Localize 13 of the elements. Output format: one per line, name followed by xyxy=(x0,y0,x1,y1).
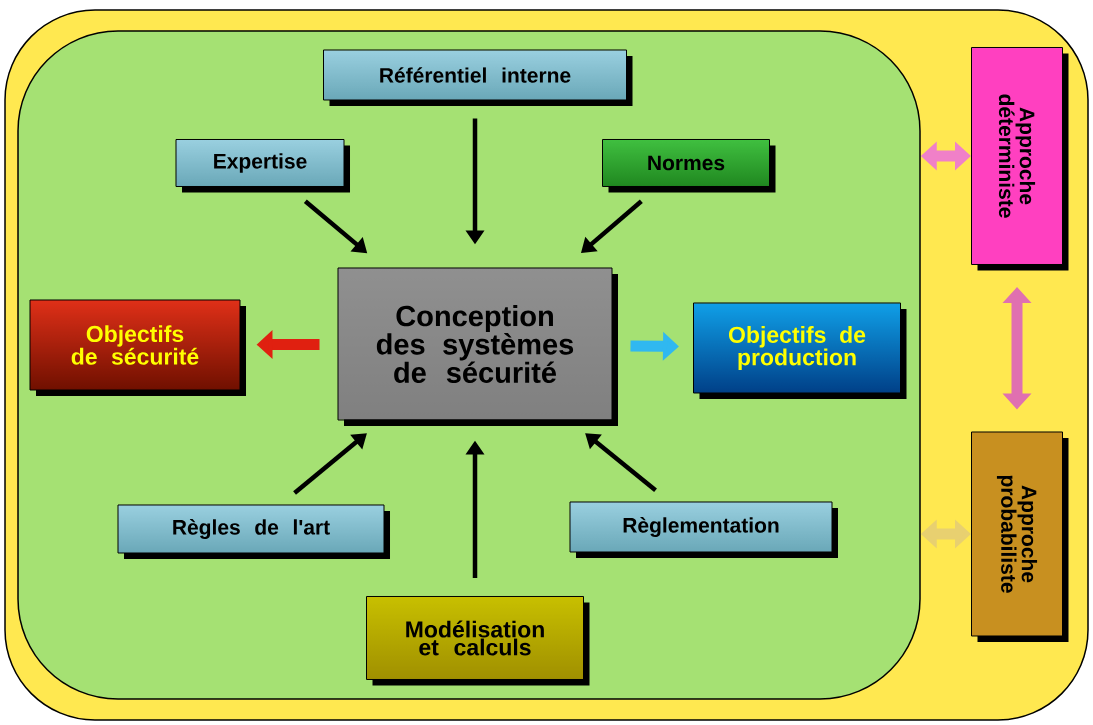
label-box: Référentiel interne xyxy=(323,49,633,106)
approach-box: Approche déterministe xyxy=(971,47,1069,271)
label-box: Règlementation xyxy=(569,501,838,558)
label-box: Règles de l'art xyxy=(117,504,390,559)
label-box: Objectifs de sécurité xyxy=(29,299,246,396)
arrow xyxy=(585,433,657,492)
label-box: Normes xyxy=(602,139,776,193)
label-box: Objectifs de production xyxy=(693,302,907,399)
label-box: Modélisation et calculs xyxy=(366,596,590,686)
arrow xyxy=(293,433,367,495)
approach-box: Approche probabiliste xyxy=(971,431,1069,642)
label-box: Expertise xyxy=(175,139,350,193)
concept-box: Conception des systèmes de sécurité xyxy=(337,267,618,426)
